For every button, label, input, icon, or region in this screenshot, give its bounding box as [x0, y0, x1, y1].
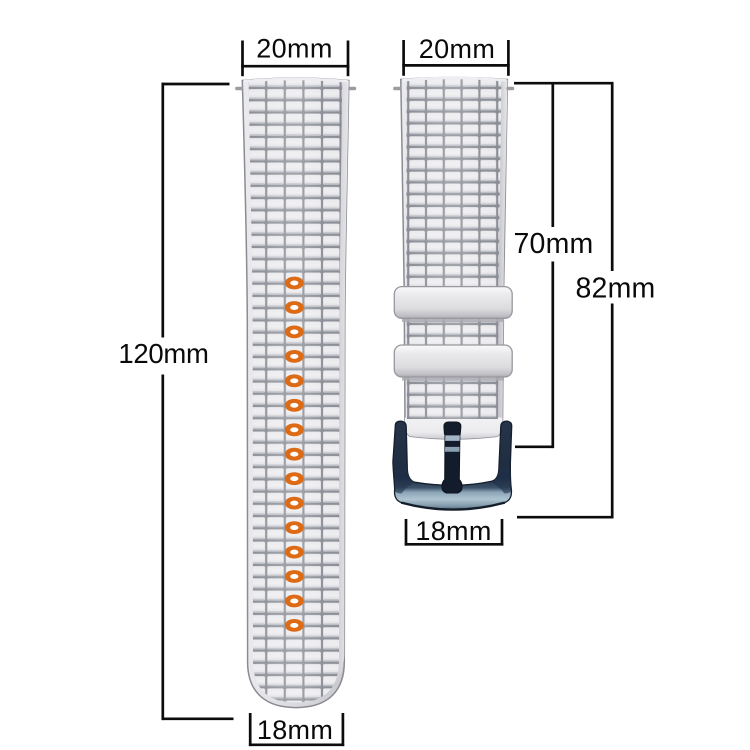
- svg-text:82mm: 82mm: [576, 272, 656, 304]
- svg-text:120mm: 120mm: [118, 338, 208, 369]
- svg-text:20mm: 20mm: [419, 34, 496, 64]
- svg-text:18mm: 18mm: [415, 516, 491, 546]
- svg-text:18mm: 18mm: [257, 715, 333, 745]
- svg-text:20mm: 20mm: [256, 34, 333, 64]
- svg-text:70mm: 70mm: [514, 228, 594, 260]
